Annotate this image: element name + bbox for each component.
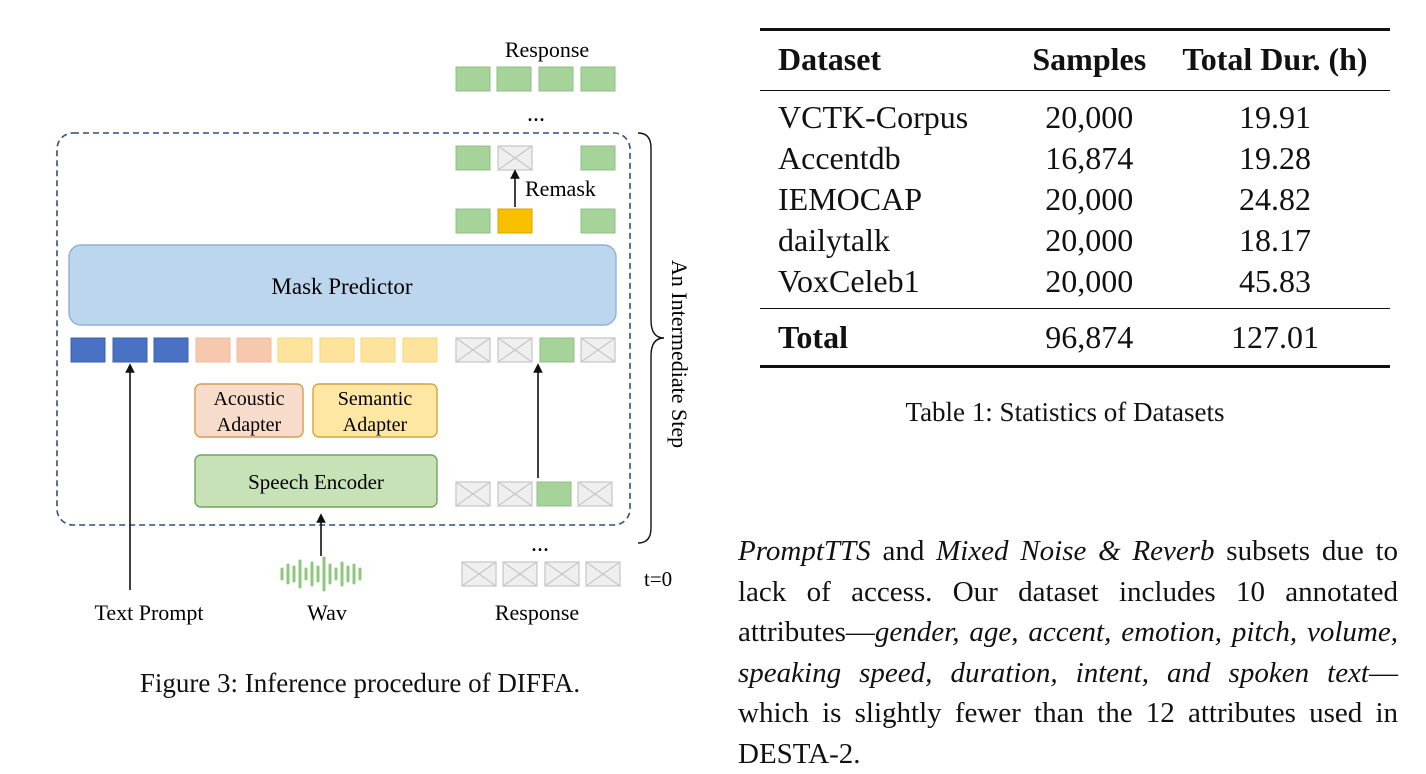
cell-duration: 24.82 — [1238, 181, 1311, 217]
cell-duration: 18.17 — [1238, 222, 1311, 258]
semantic-tokens — [277, 337, 438, 363]
speech-encoder-block — [194, 454, 438, 508]
text-attributes-list: gender, age, accent, emotion, pitch, vol… — [738, 616, 1398, 689]
cell-dataset: IEMOCAP — [778, 181, 923, 217]
intermediate-step-label: An Intermediate Step — [667, 260, 692, 448]
figure-caption: Figure 3: Inference procedure of DIFFA. — [139, 668, 581, 698]
inference-figure: Response ... Remask Mask Predictor — [0, 0, 720, 733]
t0-label: t=0 — [644, 567, 672, 591]
cell-total-label: Total — [778, 318, 848, 355]
mask-predictor-block — [68, 244, 617, 326]
speech-encoder-label: Speech Encoder — [248, 470, 384, 494]
response-input-tokens — [455, 481, 613, 507]
text-prompt-tokens — [70, 337, 189, 363]
header-total-duration: Total Dur. (h) — [1182, 41, 1368, 77]
intermediate-step-box — [56, 132, 631, 526]
table-row: VoxCeleb1 20,000 45.83 — [760, 261, 1390, 309]
cell-total-samples: 96,874 — [1045, 318, 1134, 355]
semantic-adapter-line1: Semantic — [338, 388, 413, 410]
text-body-1: subsets due to lack of access. Our datas… — [738, 535, 1399, 648]
cell-samples: 16,874 — [1045, 140, 1134, 176]
cell-total-duration: 127.01 — [1230, 318, 1319, 355]
response-masked-tokens — [455, 337, 616, 363]
dataset-statistics-table: Dataset Samples Total Dur. (h) VCTK-Corp… — [760, 28, 1390, 368]
cell-duration: 45.83 — [1238, 263, 1311, 299]
text-prompttts: PromptTTS — [738, 535, 871, 567]
cell-samples: 20,000 — [1045, 222, 1134, 258]
intermediate-step-brace — [637, 132, 665, 544]
text-mixed-noise: Mixed Noise & Reverb — [936, 535, 1215, 567]
cell-dataset: VoxCeleb1 — [778, 263, 920, 299]
acoustic-tokens — [195, 337, 272, 363]
response-bottom-label: Response — [495, 600, 579, 625]
acoustic-adapter-line1: Acoustic — [213, 388, 284, 410]
cell-dataset: Accentdb — [778, 140, 901, 176]
remask-label: Remask — [525, 176, 596, 201]
header-dataset: Dataset — [778, 41, 882, 77]
mask-predictor-label: Mask Predictor — [271, 274, 413, 299]
table-row: dailytalk 20,000 18.17 — [760, 220, 1390, 261]
response-final-tokens — [455, 66, 616, 92]
cell-duration: 19.91 — [1238, 99, 1311, 135]
table-row: VCTK-Corpus 20,000 19.91 — [760, 90, 1390, 139]
table-total-row: Total 96,874 127.01 — [760, 308, 1390, 367]
semantic-adapter-block — [312, 383, 438, 438]
wav-label: Wav — [307, 600, 347, 625]
body-paragraph: PromptTTS and Mixed Noise & Reverb subse… — [738, 531, 1398, 774]
waveform-icon — [280, 556, 362, 592]
ellipsis-bottom: ... — [531, 531, 549, 557]
cell-samples: 20,000 — [1045, 99, 1134, 135]
cell-duration: 19.28 — [1238, 140, 1311, 176]
cell-samples: 20,000 — [1045, 263, 1134, 299]
text-and: and — [870, 535, 937, 567]
table-row: Accentdb 16,874 19.28 — [760, 138, 1390, 179]
dataset-table-wrap: Dataset Samples Total Dur. (h) VCTK-Corp… — [760, 28, 1390, 368]
remasked-tokens — [455, 145, 616, 171]
acoustic-adapter-line2: Adapter — [217, 414, 282, 436]
ellipsis-top: ... — [527, 101, 545, 127]
cell-dataset: VCTK-Corpus — [778, 99, 969, 135]
table-caption: Table 1: Statistics of Datasets — [905, 397, 1225, 427]
semantic-adapter-line2: Adapter — [343, 414, 408, 436]
text-prompt-label: Text Prompt — [94, 600, 203, 625]
header-samples: Samples — [1032, 41, 1147, 77]
predicted-tokens — [455, 208, 616, 234]
cell-dataset: dailytalk — [778, 222, 890, 258]
table-row: IEMOCAP 20,000 24.82 — [760, 179, 1390, 220]
response-initial-tokens — [461, 561, 621, 587]
cell-samples: 20,000 — [1045, 181, 1134, 217]
acoustic-adapter-block — [194, 383, 304, 438]
response-top-label: Response — [505, 37, 589, 62]
